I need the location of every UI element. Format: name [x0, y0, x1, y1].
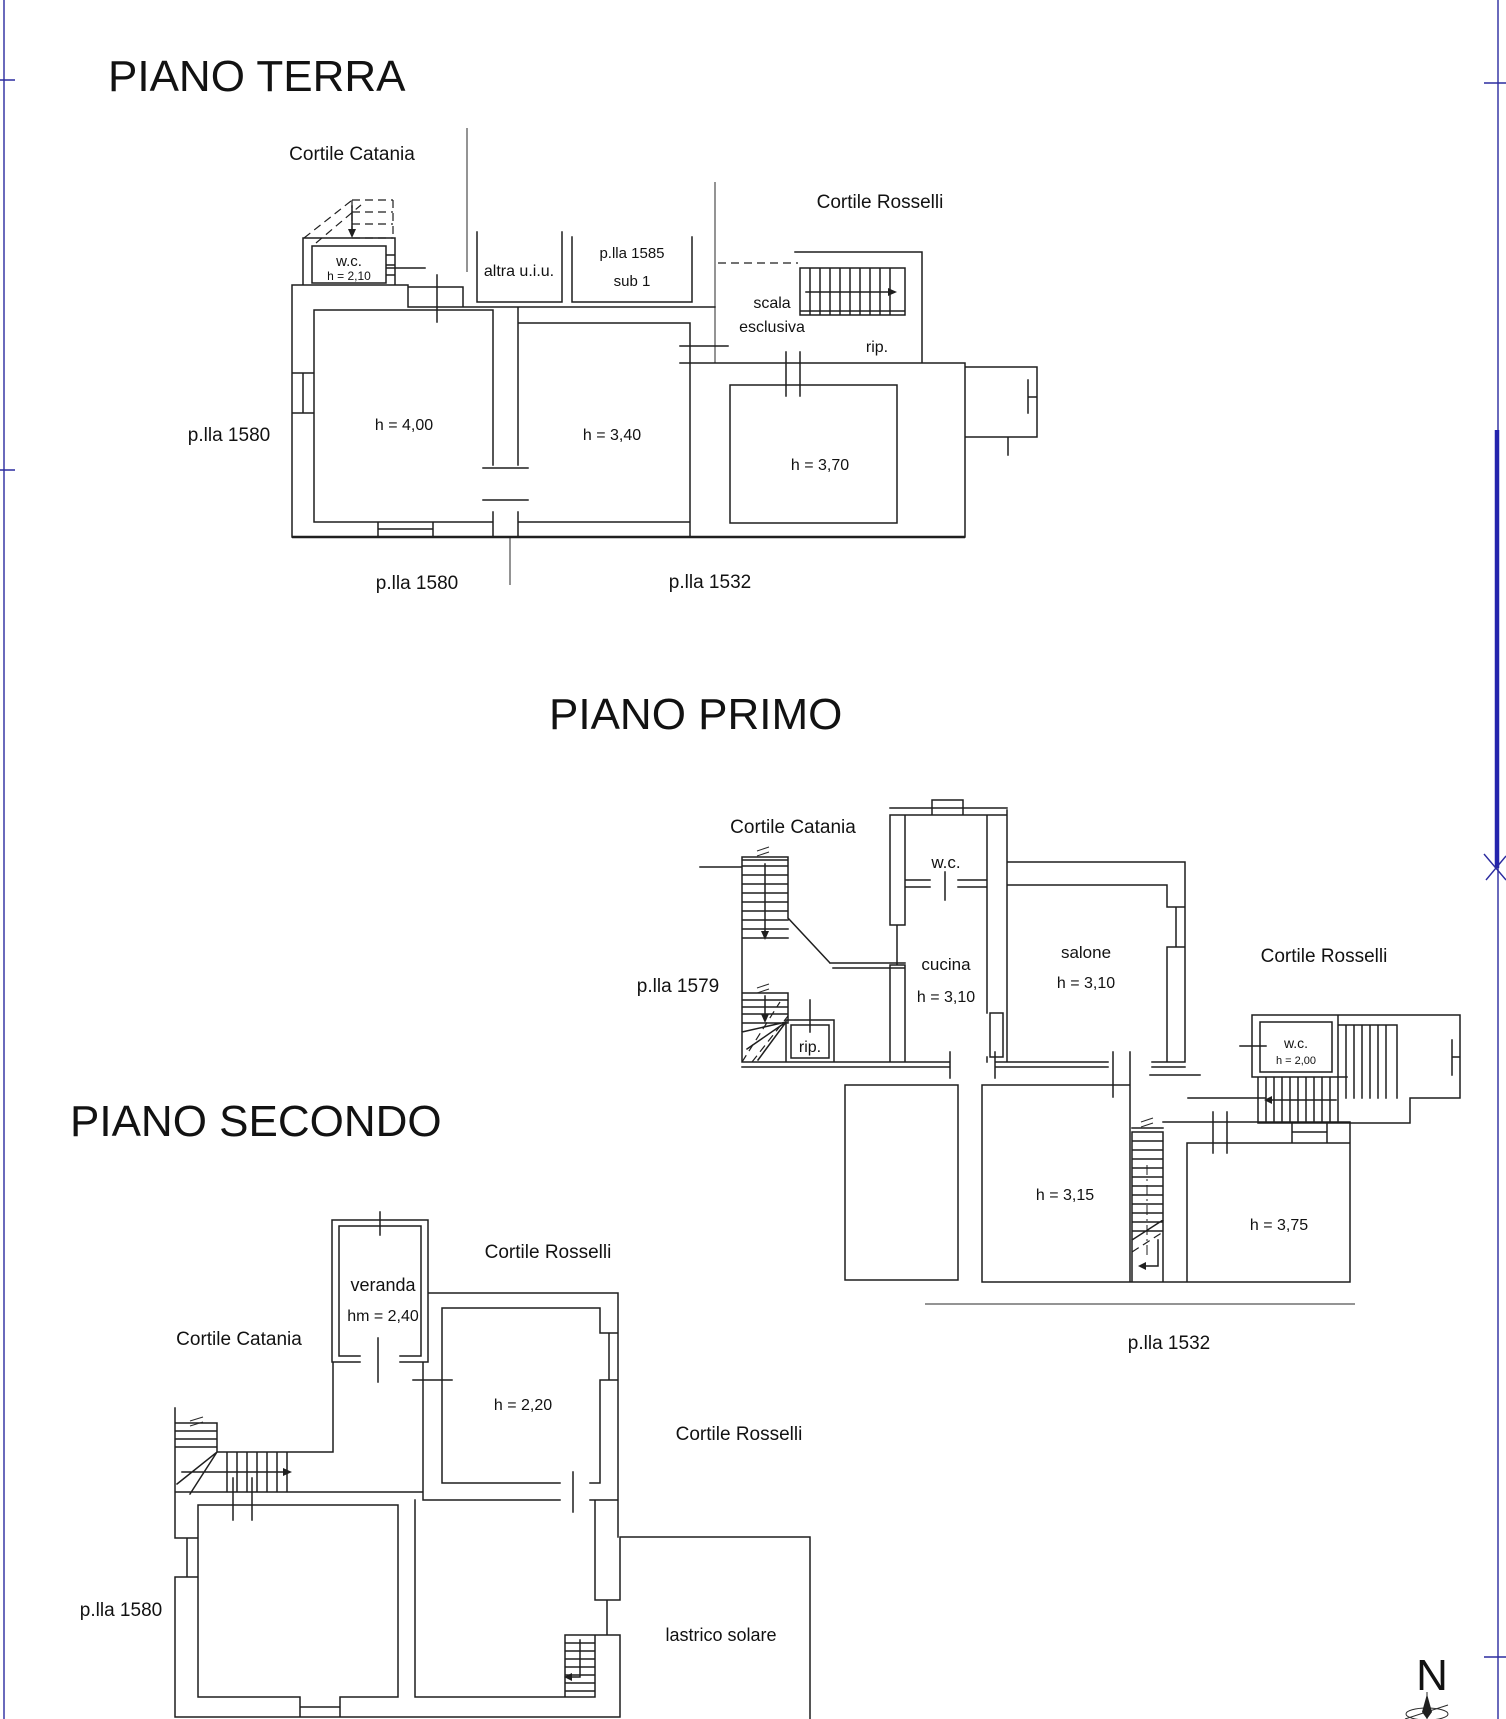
right-arrow-icon [888, 288, 897, 296]
down-arrow-icon [761, 931, 769, 940]
ground-floor-title: PIANO TERRA [108, 52, 406, 101]
first-wc-top-label: w.c. [930, 853, 960, 872]
ground-sub-1-label: sub 1 [614, 273, 651, 290]
ground-plla-1580-bottom-label: p.lla 1580 [376, 573, 458, 594]
second-cortile-rosselli-right-label: Cortile Rosselli [676, 1424, 803, 1445]
ground-floor-walls [291, 128, 1038, 585]
first-cortile-rosselli-label: Cortile Rosselli [1261, 946, 1388, 967]
ground-room1-height-label: h = 4,00 [375, 417, 433, 434]
left-arrow-icon [1264, 1096, 1272, 1104]
right-arrow-icon [283, 1468, 292, 1476]
first-cucina-label: cucina [921, 955, 971, 974]
first-salone-label: salone [1061, 943, 1111, 962]
first-plla-1579-label: p.lla 1579 [637, 976, 719, 997]
second-cortile-rosselli-top-label: Cortile Rosselli [485, 1242, 612, 1263]
first-floor-walls [699, 799, 1461, 1305]
ground-plla-1532-label: p.lla 1532 [669, 572, 751, 593]
ground-plla-1580-left-label: p.lla 1580 [188, 425, 270, 446]
compass-rose-icon [1404, 1692, 1449, 1719]
left-arrow-icon [1138, 1262, 1146, 1270]
ground-esclusiva-label: esclusiva [739, 319, 805, 336]
down-arrow-icon [761, 1014, 769, 1023]
first-floor-plan: PIANO PRIMO Cortile Catania p.lla 1579 r… [549, 690, 1461, 1354]
compass-north-label: N [1416, 1651, 1448, 1700]
ground-scala-label: scala [753, 295, 790, 312]
compass: N [1404, 1651, 1449, 1719]
first-floor-title: PIANO PRIMO [549, 690, 842, 739]
first-plla-1532-label: p.lla 1532 [1128, 1333, 1210, 1354]
first-room2-height-label: h = 3,75 [1250, 1217, 1308, 1234]
ground-plla-1585-label: p.lla 1585 [599, 245, 664, 262]
left-arrow-icon [564, 1673, 572, 1681]
first-cortile-catania-label: Cortile Catania [730, 817, 856, 838]
first-wc-right-height-label: h = 2,00 [1276, 1055, 1316, 1067]
second-floor-title: PIANO SECONDO [70, 1097, 442, 1146]
ground-cortile-catania-label: Cortile Catania [289, 144, 415, 165]
ground-wc-label: w.c. [335, 253, 362, 270]
second-lastrico-solare-label: lastrico solare [665, 1625, 776, 1645]
ground-wc-height-label: h = 2,10 [327, 269, 371, 283]
first-room1-height-label: h = 3,15 [1036, 1187, 1094, 1204]
second-room1-height-label: h = 2,20 [494, 1397, 552, 1414]
first-rip-label: rip. [799, 1039, 821, 1056]
ground-altra-uiu-label: altra u.i.u. [484, 263, 554, 280]
second-veranda-height-label: hm = 2,40 [347, 1308, 419, 1325]
first-salone-height-label: h = 3,10 [1057, 975, 1115, 992]
down-arrow-icon [348, 229, 356, 238]
second-plla-1580-label: p.lla 1580 [80, 1600, 162, 1621]
ground-floor-plan: PIANO TERRA Cortile Catania Cortile Ross… [108, 52, 1038, 594]
second-floor-walls [174, 1211, 811, 1719]
ground-room3-height-label: h = 3,70 [791, 457, 849, 474]
first-wc-right-label: w.c. [1283, 1035, 1308, 1051]
second-floor-plan: PIANO SECONDO veranda hm = 2,40 Cortile … [70, 1097, 811, 1719]
ground-rip-label: rip. [866, 339, 888, 356]
ground-room2-height-label: h = 3,40 [583, 427, 641, 444]
second-veranda-label: veranda [350, 1275, 416, 1295]
second-cortile-catania-label: Cortile Catania [176, 1329, 302, 1350]
ground-cortile-rosselli-label: Cortile Rosselli [817, 192, 944, 213]
first-cucina-height-label: h = 3,10 [917, 989, 975, 1006]
